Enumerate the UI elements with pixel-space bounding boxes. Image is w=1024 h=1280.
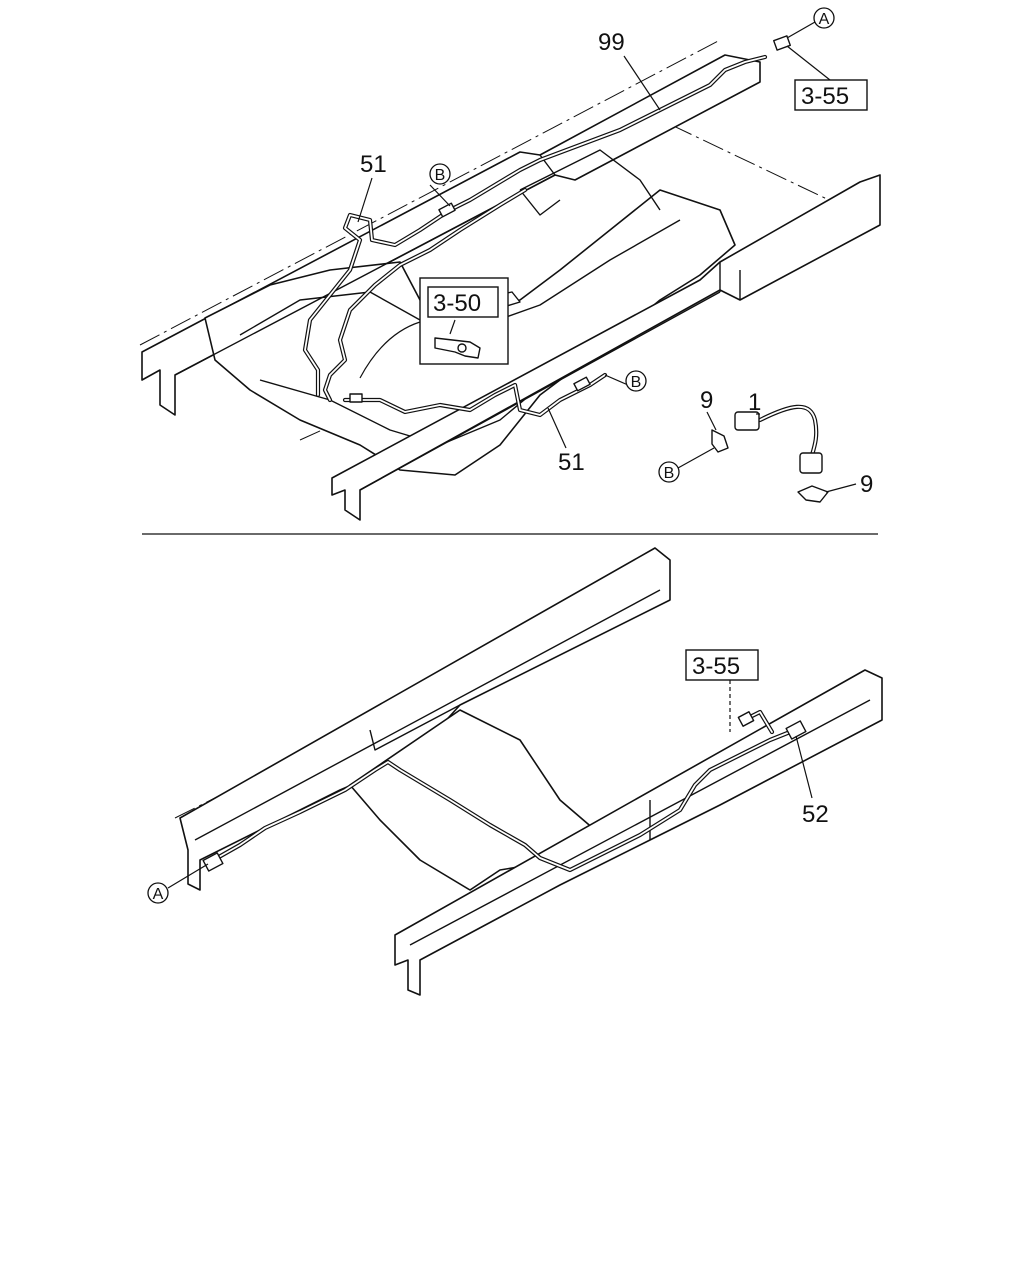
callout-b-upper-leader — [429, 184, 451, 207]
label-part-9-upper: 9 — [700, 387, 713, 414]
pipe-52-fitting-branch — [737, 711, 755, 727]
callout-b-right-text: B — [631, 374, 642, 391]
label-99-leader — [623, 55, 661, 111]
brake-pipe-51-lower-core — [344, 374, 606, 416]
valve-port-icon — [457, 343, 467, 353]
callout-b-upper-text: B — [435, 167, 446, 184]
ref-3-50-group: 3-50 — [359, 277, 509, 379]
ref-3-50-leader — [449, 319, 456, 335]
pipe-fitting-left — [349, 393, 363, 403]
callout-b-lower — [658, 461, 680, 483]
ref-3-55-top-box — [794, 79, 868, 111]
ref-3-50-arrow-curve — [359, 321, 421, 379]
label-part-1: 1 — [748, 389, 761, 416]
hose-body-core — [759, 405, 818, 456]
frame-rail-far — [141, 54, 761, 416]
label-part-52: 52 — [802, 801, 829, 828]
callout-a-top-text: A — [819, 11, 830, 28]
brake-pipe-52-core — [209, 731, 791, 871]
brake-pipe-52-branch-core — [747, 711, 773, 733]
callout-b-right-leader — [604, 374, 629, 386]
pipe-52-fitting-right — [785, 720, 807, 740]
label-52-leader — [795, 735, 813, 799]
frame-rail-lower-lower-web — [409, 699, 871, 946]
frame-rail-near — [331, 174, 881, 521]
label-part-99: 99 — [598, 29, 625, 56]
ref-3-50-text: 3-50 — [433, 290, 481, 317]
hose-fitting-lower — [799, 452, 823, 474]
cross-member-inner — [519, 149, 661, 216]
ref-3-55-bottom-text: 3-55 — [692, 653, 740, 680]
label-part-51-bottom: 51 — [558, 449, 585, 476]
ref-3-55-top-leader — [786, 45, 831, 81]
clip-9-upper-icon — [711, 429, 729, 453]
pipe-fitting-mid — [438, 202, 456, 218]
label-part-9-lower: 9 — [860, 471, 873, 498]
lower-frame-view: 3-55 52 A — [147, 547, 883, 996]
hose-fitting-left — [734, 411, 760, 431]
pipe-fitting-lower — [573, 376, 591, 392]
centerline-upper-a — [139, 39, 721, 346]
hose-body — [757, 404, 819, 458]
frame-rail-near-web — [359, 262, 741, 491]
callout-a-bottom-leader — [167, 863, 209, 889]
label-51-bottom-leader — [547, 407, 567, 449]
pipe-fitting-top-end — [773, 35, 791, 51]
label-9-lower-leader — [825, 483, 857, 493]
frame-rail-lower-upper-web — [194, 589, 661, 841]
upper-frame-view: 3-50 3-55 A 99 51 B B 51 — [139, 7, 881, 521]
callout-a-bottom — [147, 882, 169, 904]
label-51-top-leader — [357, 177, 373, 223]
ref-3-50-label-box — [427, 286, 499, 318]
callout-b-right — [625, 370, 647, 392]
brake-pipe-51-upper-core — [304, 56, 766, 396]
callout-a-top-leader — [786, 21, 816, 39]
frame-rail-lower-lower — [394, 669, 883, 996]
label-part-51-top: 51 — [360, 151, 387, 178]
clip-9-lower-icon — [797, 485, 829, 503]
callout-a-top — [813, 7, 835, 29]
ref-3-55-bottom-box — [685, 649, 759, 681]
callout-b-upper — [429, 163, 451, 185]
callout-b-lower-leader — [677, 447, 715, 469]
flexible-hose-part-1 — [734, 404, 823, 474]
brake-pipe-99-core — [324, 189, 526, 401]
callout-b-lower-text: B — [664, 465, 675, 482]
label-9-upper-leader — [706, 411, 717, 431]
ref-3-55-top-text: 3-55 — [801, 83, 849, 110]
callout-a-bottom-text: A — [153, 886, 164, 903]
